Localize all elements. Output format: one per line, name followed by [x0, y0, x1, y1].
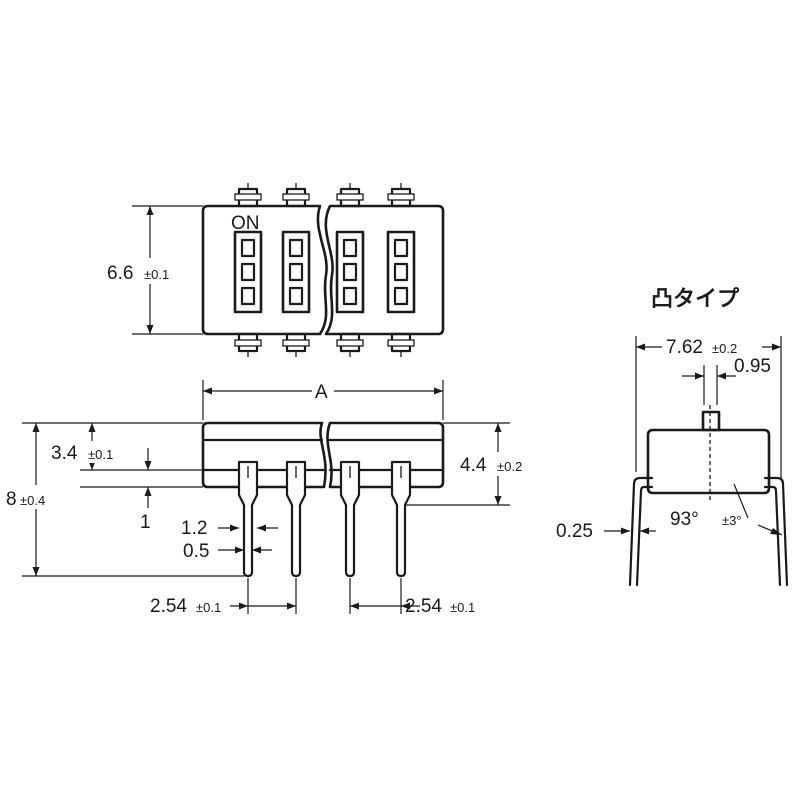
dim-6-6-tol: ±0.1: [144, 267, 169, 282]
dim-93-value: 93°: [670, 509, 699, 530]
dim-0-5-value: 0.5: [183, 541, 209, 562]
dim-4-4-value: 4.4: [460, 455, 487, 476]
dim-0-95: 0.95: [682, 356, 771, 405]
dim-pitch-left: 2.54 ±0.1: [150, 578, 297, 617]
end-view-lead-right: [763, 476, 789, 587]
switch-4: [386, 230, 416, 314]
dim-pitch-left-value: 2.54: [150, 596, 187, 617]
top-view-body-right: [324, 204, 445, 336]
top-view-body: [201, 204, 328, 336]
dim-pitch-right-tol: ±0.1: [450, 600, 475, 615]
dim-8-tol: ±0.4: [20, 493, 45, 508]
switch-2: [281, 230, 311, 314]
dim-6-6-value: 6.6: [107, 263, 133, 284]
dim-4-4-tol: ±0.2: [497, 459, 522, 474]
end-view: 凸タイプ 7.62 ±0.2 0.95: [556, 287, 789, 587]
top-view-pins-upper: [234, 183, 415, 208]
dim-1-value: 1: [140, 512, 151, 533]
dim-8: 8 ±0.4: [4, 422, 244, 577]
dim-7-62-tol: ±0.2: [712, 341, 737, 356]
dim-3-4-tol: ±0.1: [88, 447, 113, 462]
side-view-body-left: [201, 421, 327, 489]
dim-pitch-left-tol: ±0.1: [196, 600, 221, 615]
dim-7-62-value: 7.62: [666, 337, 703, 358]
dim-4-4: 4.4 ±0.2: [405, 422, 540, 506]
end-view-body: [646, 428, 771, 495]
dim-0-5: 0.5: [183, 541, 272, 562]
dim-93-tol: ±3°: [722, 513, 742, 528]
dim-pitch-right: 2.54 ±0.1: [349, 578, 475, 617]
dim-93-deg: 93° ±3°: [670, 483, 783, 536]
dim-A: A: [202, 380, 444, 420]
dim-0-25: 0.25: [556, 521, 656, 542]
dim-0-25-value: 0.25: [556, 521, 593, 542]
dim-8-value: 8: [6, 489, 17, 510]
dim-1-2: 1.2: [181, 518, 278, 539]
switch-3: [335, 230, 365, 314]
side-view-body-right: [326, 421, 445, 489]
end-view-lead-left: [628, 476, 654, 587]
end-view-actuator: [701, 410, 721, 432]
dim-A-label: A: [315, 382, 328, 403]
dim-3-4: 3.4 ±0.1 1: [48, 423, 203, 533]
on-label: ON: [231, 213, 260, 234]
dim-pitch-right-value: 2.54: [405, 596, 442, 617]
side-view-pins: [237, 460, 412, 578]
dim-1-2-value: 1.2: [181, 518, 207, 539]
dim-6-6: 6.6 ±0.1: [104, 205, 203, 335]
top-view-pins-lower: [234, 332, 415, 357]
top-view: ON 6.6 ±0.1: [104, 183, 445, 357]
switch-slots: [233, 230, 416, 314]
switch-1: [233, 230, 263, 314]
end-view-title: 凸タイプ: [651, 287, 740, 312]
side-view: A: [4, 380, 540, 617]
dim-3-4-value: 3.4: [51, 443, 78, 464]
dim-0-95-value: 0.95: [734, 356, 771, 377]
dim-7-62: 7.62 ±0.2: [635, 335, 782, 480]
